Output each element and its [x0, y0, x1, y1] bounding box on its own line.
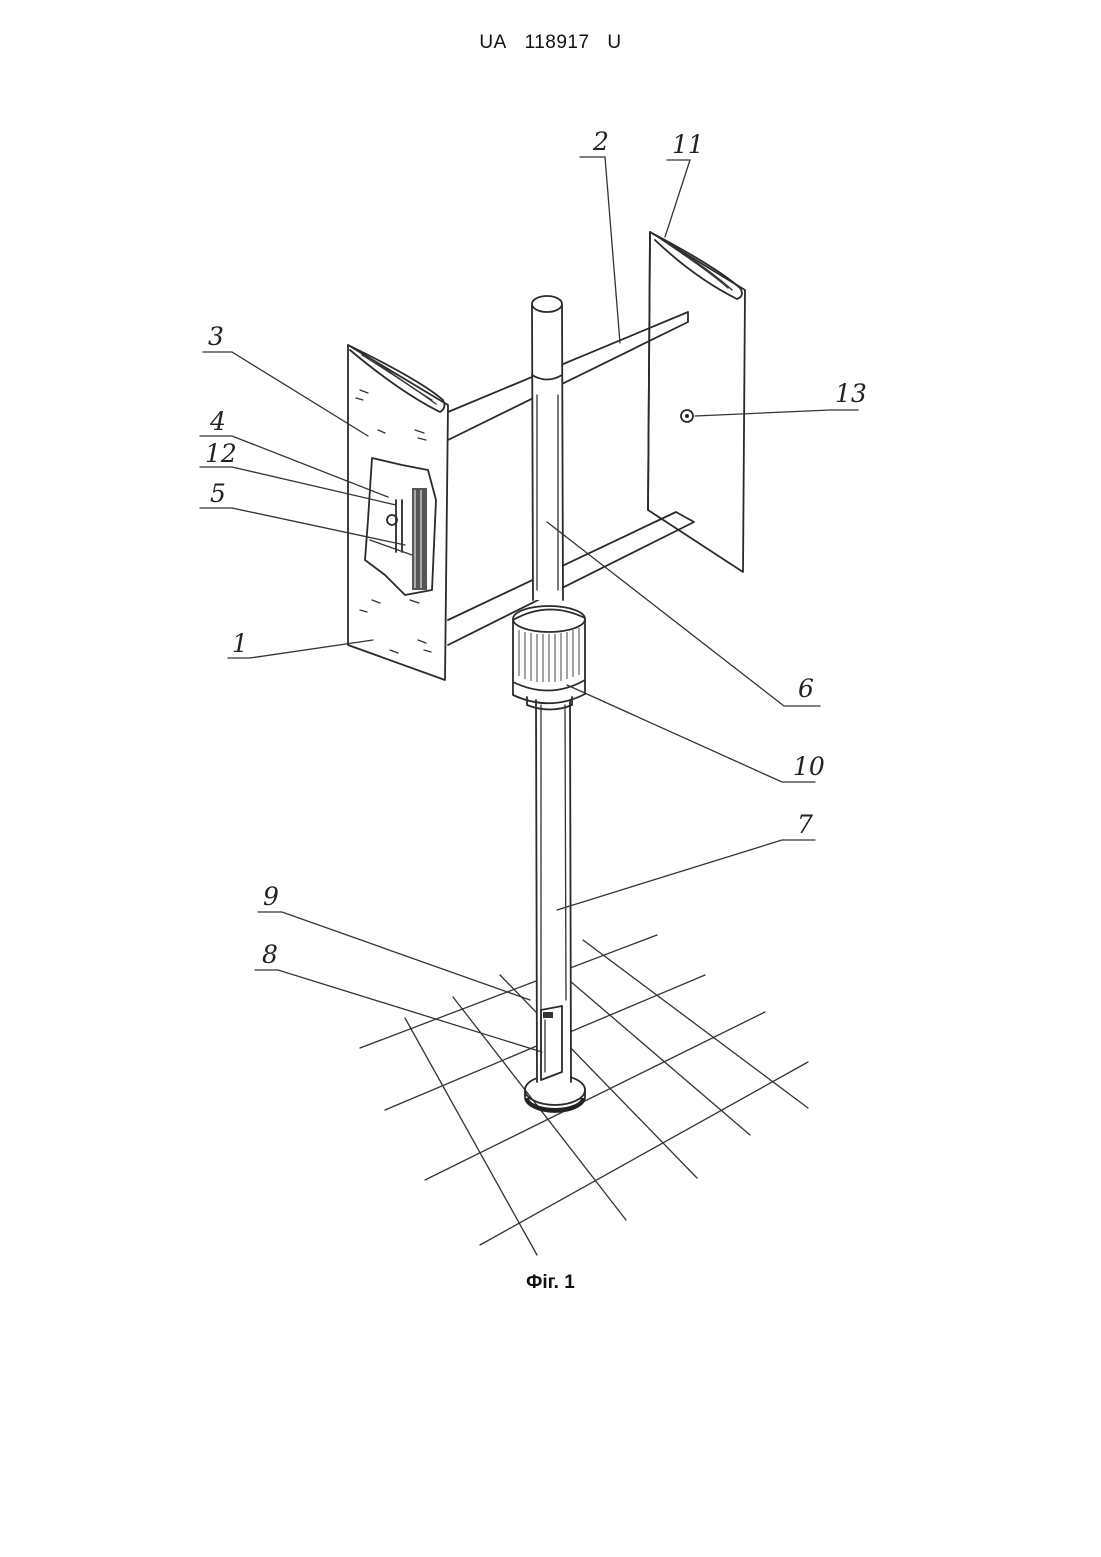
label-4: 4 [209, 407, 226, 436]
lower-mast [536, 700, 571, 1085]
label-13: 13 [835, 379, 867, 408]
label-3: 3 [208, 322, 224, 351]
label-12: 12 [205, 439, 237, 468]
lower-arm [448, 512, 694, 645]
label-2: 2 [592, 127, 609, 156]
label-11: 11 [672, 130, 704, 159]
generator-housing [513, 606, 585, 710]
figure-caption: Фіг. 1 [0, 1272, 1101, 1294]
label-10: 10 [793, 752, 825, 781]
label-1: 1 [232, 629, 248, 658]
upper-mast [532, 296, 563, 600]
label-8: 8 [262, 940, 278, 969]
upper-arm [448, 312, 688, 440]
label-9: 9 [263, 882, 279, 911]
left-blade [348, 345, 448, 680]
label-6: 6 [798, 674, 814, 703]
label-5: 5 [210, 479, 226, 508]
right-blade [648, 232, 745, 572]
label-7: 7 [797, 810, 813, 839]
